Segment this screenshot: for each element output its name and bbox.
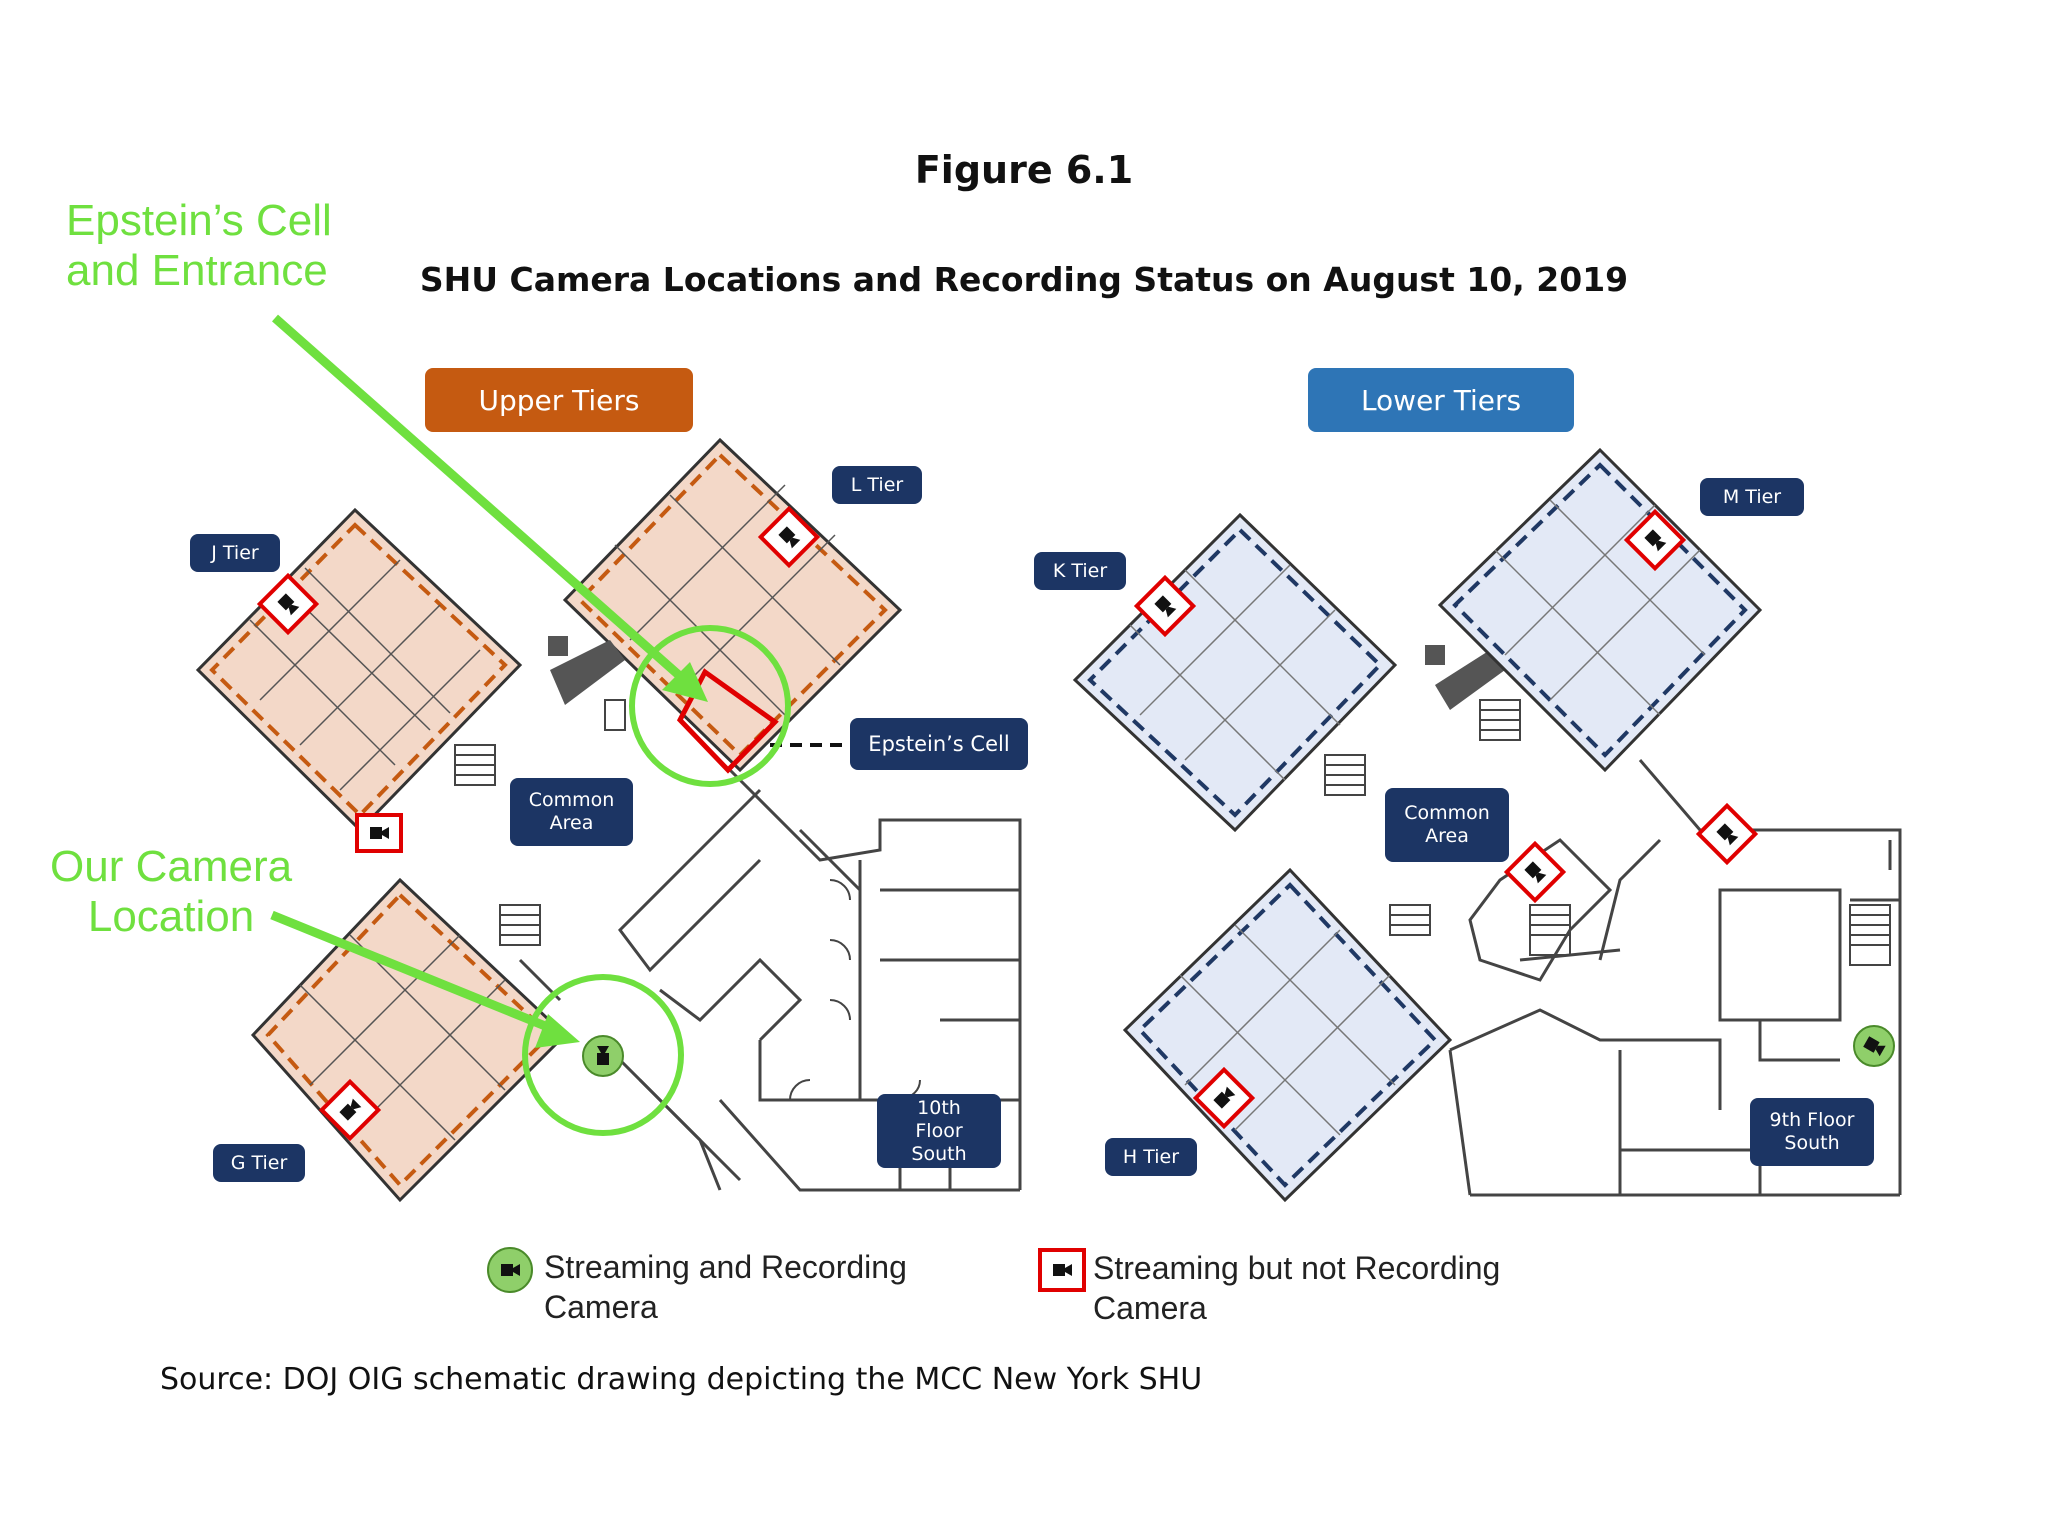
cell-entrance-note-line-1: Epstein’s Cell — [66, 196, 332, 245]
legend-recording-line-1: Streaming and Recording — [544, 1249, 907, 1285]
legend-recording-line-2: Camera — [544, 1289, 658, 1325]
cell-entrance-note: Epstein’s Cell and Entrance — [66, 196, 332, 296]
figure-title: Figure 6.1 — [914, 148, 1134, 192]
source-note: Source: DOJ OIG schematic drawing depict… — [160, 1362, 1203, 1397]
upper-recording-camera — [582, 1035, 624, 1077]
common-area-upper-line-1: Common — [528, 789, 615, 811]
upper-desk — [548, 636, 625, 705]
epsteins-cell-label: Epstein’s Cell — [850, 718, 1028, 770]
upper-not-recording-cameras — [256, 505, 821, 1142]
tenth-floor-south-line-2: Floor — [915, 1119, 963, 1142]
camera-location-note: Our Camera Location — [50, 842, 292, 942]
h-tier-label: H Tier — [1105, 1138, 1197, 1176]
j-tier-label: J Tier — [190, 534, 280, 572]
l-tier-label: L Tier — [832, 466, 922, 504]
legend-recording: Streaming and Recording Camera — [544, 1247, 907, 1327]
legend-not-recording-icon — [1038, 1248, 1086, 1292]
lower-desk — [1425, 645, 1505, 710]
common-area-lower-label: Common Area — [1385, 788, 1509, 862]
figure-subtitle: SHU Camera Locations and Recording Statu… — [419, 260, 1629, 299]
legend-not-recording-line-1: Streaming but not Recording — [1093, 1250, 1501, 1286]
common-area-lower-line-1: Common — [1404, 802, 1490, 824]
camera-location-circle — [522, 974, 684, 1136]
cell-entrance-circle — [629, 625, 791, 787]
h-tier-block — [1122, 867, 1453, 1203]
common-area-lower-line-2: Area — [1425, 825, 1469, 847]
common-area-upper-label: Common Area — [510, 778, 633, 846]
upper-doors — [789, 879, 921, 1101]
m-tier-label: M Tier — [1700, 478, 1804, 516]
lower-stairs — [1324, 699, 1891, 966]
lower-tiers-label: Lower Tiers — [1308, 368, 1574, 432]
camera-location-note-line-2: Location — [87, 892, 255, 941]
m-tier-block — [1437, 447, 1763, 773]
lower-recording-camera — [1853, 1025, 1895, 1067]
ninth-floor-south-label: 9th Floor South — [1750, 1098, 1874, 1166]
k-tier-block — [1072, 512, 1398, 833]
legend-not-recording: Streaming but not Recording Camera — [1093, 1248, 1500, 1328]
g-tier-label: G Tier — [213, 1144, 305, 1182]
tenth-floor-south-line-3: South — [911, 1142, 967, 1165]
tenth-floor-south-line-1: 10th — [917, 1096, 961, 1119]
common-area-upper-line-2: Area — [549, 812, 594, 834]
lower-not-recording-cameras — [1133, 508, 1759, 1130]
upper-tiers-label: Upper Tiers — [425, 368, 693, 432]
cell-entrance-note-line-2: and Entrance — [66, 246, 328, 295]
legend-not-recording-line-2: Camera — [1093, 1290, 1207, 1326]
ninth-floor-south-line-2: South — [1784, 1132, 1840, 1154]
upper-stairs — [454, 699, 626, 946]
camera-location-note-line-1: Our Camera — [50, 842, 293, 891]
ninth-floor-south-line-1: 9th Floor — [1769, 1109, 1855, 1131]
legend-recording-icon — [487, 1247, 533, 1293]
k-tier-label: K Tier — [1034, 552, 1126, 590]
epsteins-cell-outline — [676, 668, 779, 774]
tenth-floor-south-label: 10th Floor South — [877, 1094, 1001, 1168]
annotation-arrows — [270, 314, 708, 1048]
